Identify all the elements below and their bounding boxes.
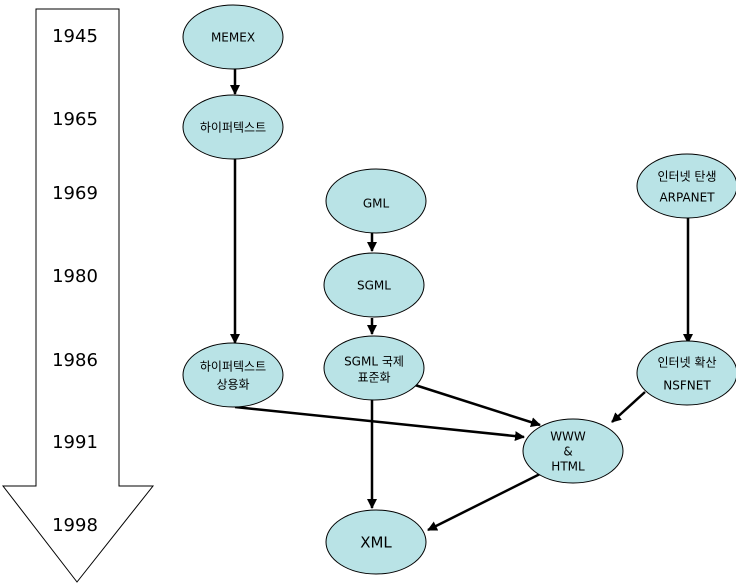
node-hypertext-commercial-line2: 상용화 [216, 378, 249, 392]
edge-nsfnet-www [611, 391, 646, 423]
node-sgml-standard-line1: SGML 국제 [344, 355, 404, 369]
edges [230, 68, 693, 532]
node-internet-birth: 인터넷 탄생 ARPANET [636, 153, 736, 219]
year-1991: 1991 [52, 432, 98, 453]
year-1965: 1965 [52, 109, 98, 130]
year-1998: 1998 [52, 515, 98, 536]
node-sgml-standard-line2: 표준화 [357, 371, 390, 385]
node-www-html-line3: HTML [551, 460, 585, 474]
node-internet-birth-line1: 인터넷 탄생 [657, 170, 716, 184]
node-gml: GML [325, 168, 427, 234]
node-internet-birth-line2: ARPANET [659, 191, 715, 205]
node-xml-label: XML [360, 534, 392, 552]
node-gml-label: GML [363, 197, 390, 211]
year-1986: 1986 [52, 350, 98, 371]
node-internet-expansion: 인터넷 확산 NSFNET [636, 340, 736, 406]
node-www-html: WWW & HTML [522, 418, 624, 484]
edge-standard-www [414, 383, 541, 428]
edge-commercial-www [234, 405, 525, 442]
node-hypertext-label: 하이퍼텍스트 [200, 121, 266, 135]
year-1980: 1980 [52, 266, 98, 287]
timeline-arrow-shape [1, 8, 155, 583]
node-www-html-line1: WWW [550, 430, 586, 444]
node-hypertext-commercial-line1: 하이퍼텍스트 [200, 360, 266, 374]
node-sgml-label: SGML [357, 279, 391, 293]
node-xml: XML [325, 509, 427, 575]
node-hypertext-commercial: 하이퍼텍스트 상용화 [182, 342, 284, 408]
node-hypertext: 하이퍼텍스트 [182, 94, 284, 160]
node-sgml-standard: SGML 국제 표준화 [323, 335, 425, 401]
node-internet-expansion-line2: NSFNET [663, 379, 711, 393]
year-1945: 1945 [52, 26, 98, 47]
node-sgml: SGML [323, 252, 425, 318]
node-memex-label: MEMEX [211, 31, 255, 45]
node-www-html-line2: & [563, 445, 572, 459]
node-memex: MEMEX [182, 4, 284, 70]
year-1969: 1969 [52, 183, 98, 204]
edge-www-xml [427, 468, 549, 532]
node-internet-expansion-line1: 인터넷 확산 [657, 356, 716, 370]
timeline-arrow: 1945 1965 1969 1980 1986 1991 1998 [1, 8, 155, 583]
